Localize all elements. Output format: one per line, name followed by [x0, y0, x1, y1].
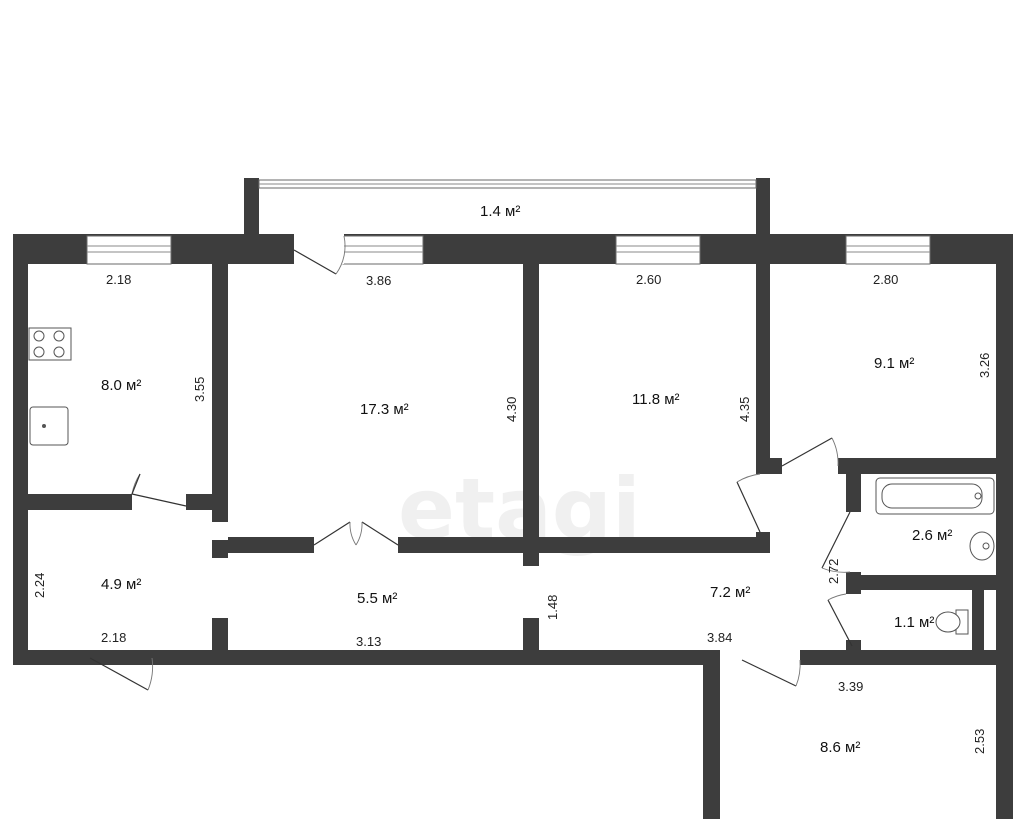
room-area-toilet: 1.1 м² [894, 614, 934, 631]
toilet-icon [935, 609, 969, 635]
room-area-corridor: 5.5 м² [357, 590, 397, 607]
dim-bottom-room-side: 2.53 [972, 729, 987, 754]
room-area-bottom: 8.6 м² [820, 739, 860, 756]
window-kitchen [86, 235, 172, 265]
stove-icon [28, 327, 72, 361]
room-area-bathroom: 2.6 м² [912, 527, 952, 544]
room-area-hall-left: 4.9 м² [101, 576, 141, 593]
room-area-kitchen: 8.0 м² [101, 377, 141, 394]
washbasin-icon [969, 531, 995, 561]
dim-hall-left-bottom: 2.18 [101, 630, 126, 645]
room-area-balcony: 1.4 м² [480, 203, 520, 220]
dim-bedroom1-top: 2.60 [636, 272, 661, 287]
dim-hall-right-bottom: 3.84 [707, 630, 732, 645]
dim-kitchen-top: 2.18 [106, 272, 131, 287]
room-area-hall-right: 7.2 м² [710, 584, 750, 601]
bathtub-icon [875, 477, 995, 515]
windows [86, 179, 931, 265]
sink-icon [29, 406, 69, 446]
dim-hall-left-side: 2.24 [32, 573, 47, 598]
room-area-living: 17.3 м² [360, 401, 409, 418]
dim-living-side: 4.30 [504, 397, 519, 422]
doors [89, 234, 853, 691]
window-bedroom2 [845, 235, 931, 265]
dim-bedroom2-top: 2.80 [873, 272, 898, 287]
dim-bath-side: 2.72 [826, 559, 841, 584]
room-area-bedroom1: 11.8 м² [632, 391, 680, 408]
walls [13, 178, 1013, 819]
dim-hall-right-side: 1.48 [545, 595, 560, 620]
room-labels: 1.4 м² 8.0 м² 17.3 м² 11.8 м² 9.1 м² 2.6… [101, 203, 952, 756]
dimension-labels: 2.18 3.55 3.86 4.30 2.60 4.35 2.80 3.26 … [32, 272, 992, 754]
room-area-bedroom2: 9.1 м² [874, 355, 914, 372]
dim-bedroom1-side: 4.35 [737, 397, 752, 422]
dim-bedroom2-side: 3.26 [977, 353, 992, 378]
dim-living-top: 3.86 [366, 273, 391, 288]
window-bedroom1 [615, 235, 701, 265]
dim-corridor-bottom: 3.13 [356, 634, 381, 649]
dim-kitchen-side: 3.55 [192, 377, 207, 402]
window-balcony [258, 179, 757, 189]
dim-bottom-room-top: 3.39 [838, 679, 863, 694]
window-living [342, 235, 424, 265]
